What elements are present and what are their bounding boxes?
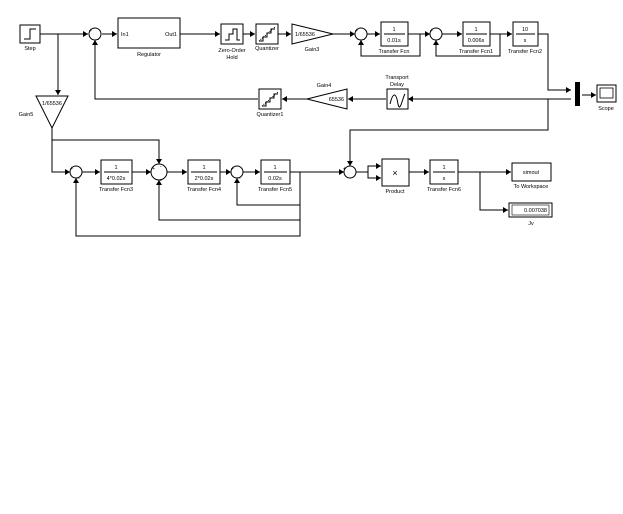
gain5-label: Gain5: [19, 112, 34, 118]
sum-sign: -: [97, 37, 99, 43]
tf1-numerator: 1: [474, 27, 477, 33]
tf3-numerator: 1: [114, 165, 117, 171]
product-label: Product: [386, 189, 405, 195]
gain4-block[interactable]: 65536 Gain4: [306, 83, 348, 110]
sum-sign: -: [78, 176, 80, 182]
to-workspace-block[interactable]: simout To Workspace: [511, 162, 552, 190]
sum-sign: +: [343, 166, 346, 172]
sum-block-4[interactable]: + -: [69, 165, 83, 182]
tf3-denominator: 4*0.02s: [107, 176, 126, 182]
transport-label-1: Transport: [385, 75, 409, 81]
transport-delay-block[interactable]: Transport Delay: [385, 75, 409, 110]
tf2-denominator: s: [524, 38, 527, 44]
tf-numerator: 1: [392, 27, 395, 33]
sum-sign: -: [363, 37, 365, 43]
quantizer-block[interactable]: Quantizer: [255, 23, 279, 52]
tf3-label: Transfer Fcn3: [99, 187, 133, 193]
transfer-fcn1-block[interactable]: 1 0.006s Transfer Fcn1: [459, 21, 493, 55]
tf5-denominator: 0.02s: [268, 176, 282, 182]
gain4-value: 65536: [329, 97, 344, 103]
sum-block-5[interactable]: + - -: [150, 163, 168, 184]
transfer-fcn6-block[interactable]: 1 s Transfer Fcn6: [427, 159, 461, 193]
gain3-value: 1/65536: [295, 32, 315, 38]
tf-denominator: 0.01s: [387, 38, 401, 44]
step-label: Step: [24, 46, 35, 52]
quantizer1-label: Quantizer1: [257, 112, 284, 118]
gain5-value: 1/65536: [42, 101, 62, 107]
transfer-fcn5-block[interactable]: 1 0.02s Transfer Fcn5: [258, 159, 292, 193]
tf4-denominator: 2*0.02s: [195, 176, 214, 182]
display-label: Jv: [528, 221, 534, 227]
tf2-label: Transfer Fcn2: [508, 49, 542, 55]
tf5-label: Transfer Fcn5: [258, 187, 292, 193]
zoh-label-1: Zero-Order: [218, 48, 245, 54]
transport-label-2: Delay: [390, 82, 404, 88]
wires: [40, 31, 596, 237]
regulator-in-port: In1: [121, 32, 129, 38]
quantizer1-block[interactable]: Quantizer1: [257, 88, 284, 118]
sum-sign: -: [239, 176, 241, 182]
transfer-fcn3-block[interactable]: 1 4*0.02s Transfer Fcn3: [99, 159, 133, 193]
to-workspace-var: simout: [523, 170, 540, 176]
sum-sign: +: [231, 166, 234, 172]
tf6-denominator: s: [443, 176, 446, 182]
sum-sign: -: [352, 164, 354, 170]
tf1-label: Transfer Fcn1: [459, 49, 493, 55]
sum-block-3[interactable]: + -: [429, 27, 443, 43]
tf2-numerator: 10: [522, 27, 528, 33]
regulator-out-port: Out1: [165, 32, 177, 38]
transfer-fcn-block[interactable]: 1 0.01s Transfer Fcn: [379, 21, 410, 55]
sum-block-1[interactable]: + -: [88, 27, 102, 43]
sum-sign: -: [160, 164, 162, 170]
sum-block-6[interactable]: + -: [230, 165, 244, 182]
to-workspace-label: To Workspace: [514, 184, 549, 190]
gain3-block[interactable]: 1/65536 Gain3: [291, 23, 334, 53]
sum-sign: -: [438, 37, 440, 43]
tf5-numerator: 1: [273, 165, 276, 171]
tf1-denominator: 0.006s: [468, 38, 485, 44]
sum-sign: +: [152, 166, 155, 172]
tf4-numerator: 1: [202, 165, 205, 171]
sum-sign: +: [70, 166, 73, 172]
gain3-label: Gain3: [305, 47, 320, 53]
gain5-block[interactable]: 1/65536 Gain5: [19, 95, 69, 130]
sum-sign: +: [355, 28, 358, 34]
zero-order-hold-block[interactable]: Zero-Order Hold: [218, 23, 246, 61]
transfer-fcn2-block[interactable]: 10 s Transfer Fcn2: [508, 21, 542, 55]
mux-block[interactable]: [575, 82, 580, 106]
scope-block[interactable]: Scope: [596, 84, 617, 112]
zoh-label-2: Hold: [226, 55, 237, 61]
sum-sign: +: [89, 28, 92, 34]
display-jv-block[interactable]: 0.007038 Jv: [508, 202, 553, 227]
step-block[interactable]: Step: [19, 24, 41, 52]
product-block[interactable]: × Product: [381, 158, 410, 195]
sum-sign: +: [430, 28, 433, 34]
transfer-fcn4-block[interactable]: 1 2*0.02s Transfer Fcn4: [187, 159, 221, 193]
sum-block-2[interactable]: + -: [354, 27, 368, 43]
regulator-label: Regulator: [137, 52, 161, 58]
quantizer-label: Quantizer: [255, 46, 279, 52]
display-value: 0.007038: [524, 208, 547, 214]
tf6-numerator: 1: [442, 165, 445, 171]
tf4-label: Transfer Fcn4: [187, 187, 221, 193]
gain4-label: Gain4: [317, 83, 332, 89]
tf6-label: Transfer Fcn6: [427, 187, 461, 193]
sum-block-7[interactable]: + -: [343, 164, 357, 179]
product-symbol: ×: [392, 168, 397, 178]
sum-sign: -: [160, 178, 162, 184]
regulator-subsystem[interactable]: In1 Out1 Regulator: [117, 17, 181, 58]
tf-label: Transfer Fcn: [379, 49, 410, 55]
scope-label: Scope: [598, 106, 614, 112]
